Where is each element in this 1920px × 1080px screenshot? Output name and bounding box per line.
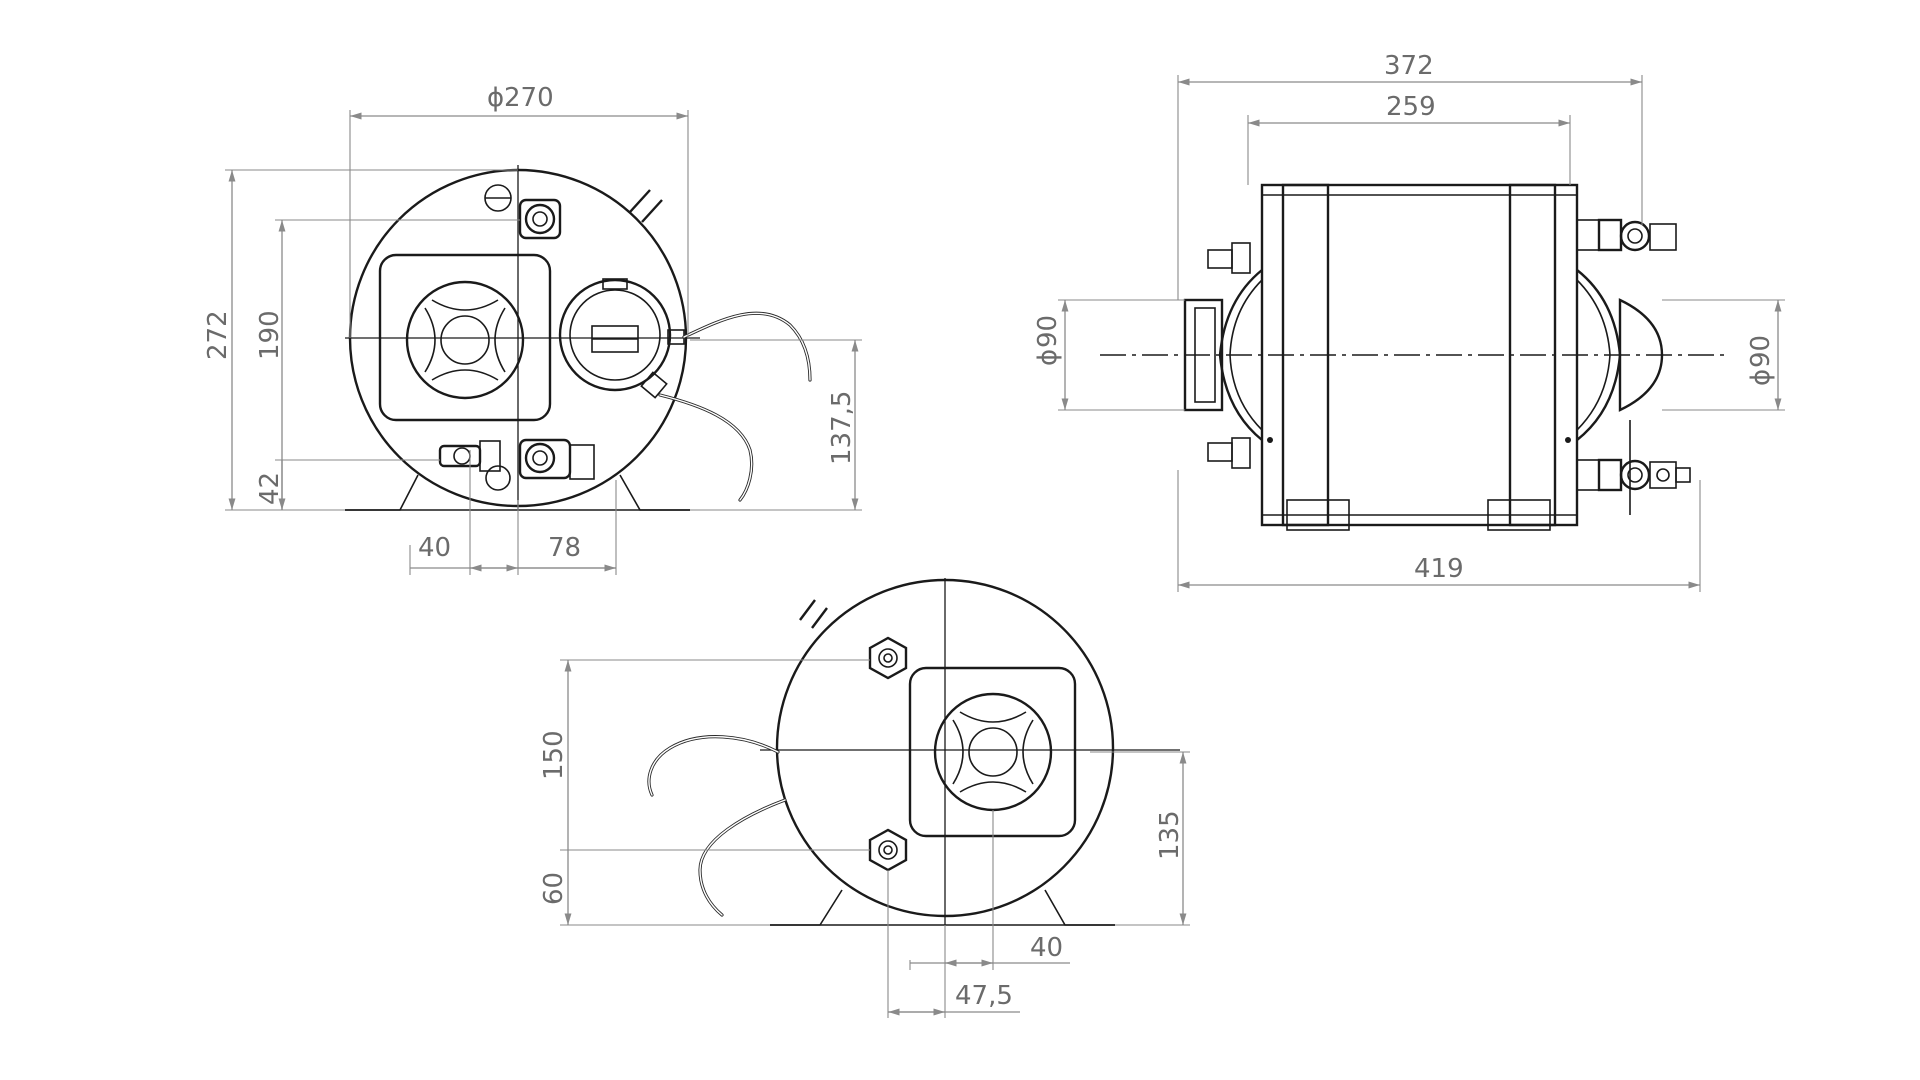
thermostat-knob [405,280,525,400]
right-foot [619,474,690,511]
dim-bottom-offset-47-5: 47,5 [955,981,1013,1011]
dim-left-height-137-5: 137,5 [827,391,857,465]
hex-fitting-lower [868,828,908,872]
dim-left-height-190: 190 [255,310,285,360]
dim-left-height-42: 42 [255,472,285,505]
cable-bottom-upper [647,735,780,797]
cable-lower [658,393,754,502]
cable-bottom-lower [698,798,787,917]
right-side-view: 372 259 419 ϕ 90 ϕ 90 [1033,51,1785,592]
thermostat-knob-bottom [933,692,1053,812]
upper-fitting [484,184,562,240]
dim-right-dia-glyph-left: ϕ [1033,349,1063,366]
control-panel [378,253,552,422]
side-foot-right [1487,499,1551,531]
dim-right-width-259: 259 [1386,92,1436,122]
cable-upper [682,311,812,382]
dim-right-diameter-right-90: 90 [1746,335,1776,368]
dim-right-dia-glyph-right: ϕ [1746,369,1776,386]
left-end-view: ϕ 270 272 190 42 137,5 40 78 [203,83,862,575]
bottom-end-view: 150 60 135 40 47,5 [539,578,1190,1018]
dim-bottom-height-60: 60 [539,872,569,905]
side-bolts [1207,219,1600,491]
hex-fitting-upper [868,636,908,680]
dim-left-height-272: 272 [203,310,233,360]
dim-left-offset-78: 78 [548,533,581,563]
lower-fitting [438,438,595,491]
dim-left-diameter-270: 270 [504,83,554,113]
dim-right-diameter-left-90: 90 [1033,315,1063,348]
side-foot-left [1286,499,1350,531]
dim-right-width-419: 419 [1414,554,1464,584]
dim-bottom-height-135: 135 [1155,810,1185,860]
dim-left-dia-glyph: ϕ [487,83,504,113]
dim-bottom-height-150: 150 [539,730,569,780]
dim-right-width-372: 372 [1384,51,1434,81]
side-fitting-lower [1597,420,1691,515]
dim-left-offset-40: 40 [418,533,451,563]
dim-bottom-offset-40: 40 [1030,933,1063,963]
left-foot [345,474,419,511]
side-fitting-upper [1597,218,1677,252]
